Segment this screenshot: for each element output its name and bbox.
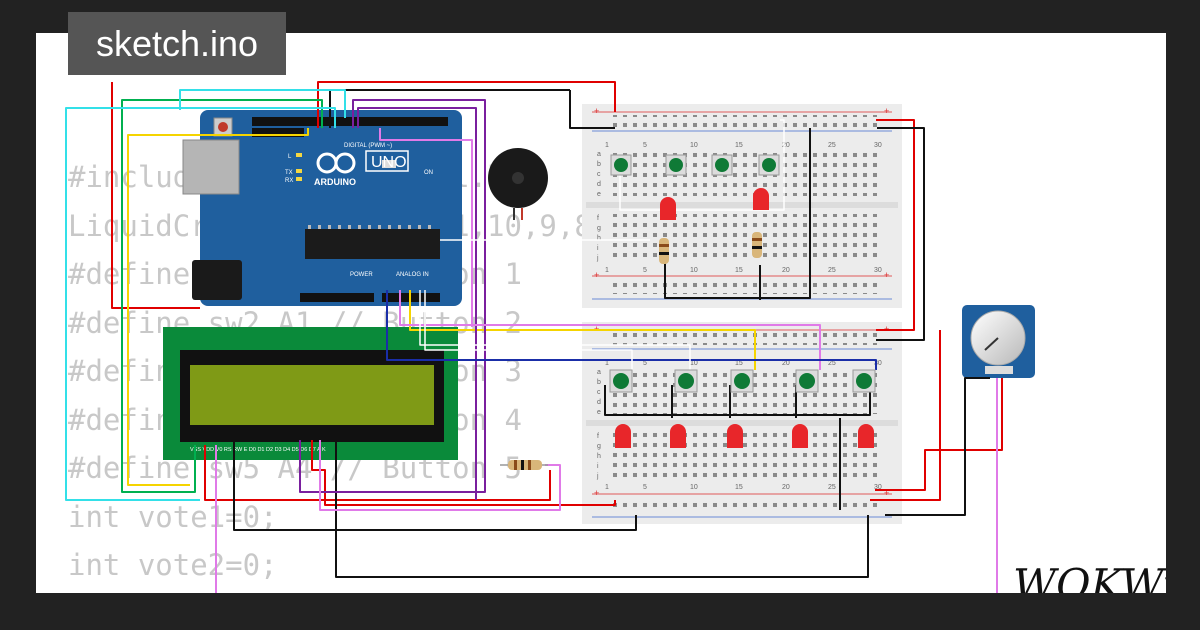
l-led-label: L: [288, 154, 292, 160]
bb-bot-row-j: j: [596, 473, 599, 480]
bb-bot-col-20b: 20: [782, 484, 790, 491]
bb-bot-row-d: d: [597, 399, 601, 406]
bb-bot-row-b: b: [597, 379, 601, 386]
rx-label: RX: [285, 178, 293, 184]
bb-top-row-d: d: [597, 181, 601, 188]
bb-bot-col-5b: 5: [643, 484, 647, 491]
bb-top-row-j: j: [596, 255, 599, 262]
digital-label: DIGITAL (PWM ~): [344, 143, 392, 149]
on-label: ON: [424, 170, 433, 176]
bb-top-col-15: 15: [735, 142, 743, 149]
wokwi-logo-text: WOKWi: [1013, 560, 1166, 593]
bb-top-row-i: i: [597, 245, 599, 252]
breadboard-bottom[interactable]: 1 5 10 15 20 25 30 1 5 10 15 20 25 30 a …: [582, 322, 902, 524]
bb-bot-col-25b: 25: [828, 484, 836, 491]
bb-top-col-25b: 25: [828, 267, 836, 274]
circuit-scene: 1 5 10 15 20 25 30 1 5 10 15 20 25 30 a …: [65, 81, 1035, 593]
bb-top-col-20: 20: [782, 142, 790, 149]
push-buttons-top[interactable]: [610, 154, 780, 176]
bb-top-col-15b: 15: [735, 267, 743, 274]
lcd-screen: [190, 365, 434, 425]
resistor-lcd: [500, 460, 548, 470]
bb-top-col-25: 25: [828, 142, 836, 149]
bb-bot-row-i: i: [597, 463, 599, 470]
bb-top-row-g: g: [597, 225, 601, 232]
arduino-model: UNO: [371, 154, 407, 171]
wokwi-logo: WOKWi: [1013, 560, 1166, 593]
bb-bot-col-30: 30: [874, 360, 882, 367]
bb-bot-col-1b: 1: [605, 484, 609, 491]
bb-bot-col-15b: 15: [735, 484, 743, 491]
usb-port: [182, 139, 240, 195]
power-label: POWER: [350, 272, 373, 278]
bb-bot-row-h: h: [597, 453, 601, 460]
svg-text:+: +: [884, 270, 889, 280]
svg-text:+: +: [594, 488, 599, 498]
buzzer[interactable]: [488, 148, 548, 220]
lcd-16x2[interactable]: VSS VDD V0 RS RW E D0 D1 D2 D3 D4 D5 D6 …: [163, 327, 458, 460]
bb-bot-col-10b: 10: [690, 484, 698, 491]
leds-bottom: [615, 424, 874, 448]
bb-top-row-a: a: [597, 151, 601, 158]
power-jack: [192, 260, 242, 300]
bb-bot-col-10: 10: [690, 360, 698, 367]
bb-top-col-5: 5: [643, 142, 647, 149]
arduino-brand: ARDUINO: [314, 177, 356, 187]
bb-top-col-1b: 1: [605, 267, 609, 274]
bb-top-row-h: h: [597, 235, 601, 242]
bb-bot-col-15: 15: [735, 360, 743, 367]
atmega-chip: [305, 229, 440, 259]
bb-bot-col-30b: 30: [874, 484, 882, 491]
bb-top-row-b: b: [597, 161, 601, 168]
bb-top-col-20b: 20: [782, 267, 790, 274]
bb-top-row-f: f: [597, 215, 599, 222]
svg-text:+: +: [884, 106, 889, 116]
workspace-canvas[interactable]: #include <LiquidCrystal.h> LiquidCrystal…: [36, 33, 1166, 593]
resistors-top: [659, 232, 762, 264]
tx-label: TX: [285, 170, 293, 176]
svg-text:+: +: [594, 270, 599, 280]
bb-bot-row-g: g: [597, 443, 601, 450]
bb-bot-col-1: 1: [605, 360, 609, 367]
bb-top-col-1: 1: [605, 142, 609, 149]
bb-bot-col-25: 25: [828, 360, 836, 367]
bb-bot-col-20: 20: [782, 360, 790, 367]
bb-top-col-5b: 5: [643, 267, 647, 274]
sketch-title-tab[interactable]: sketch.ino: [68, 12, 286, 75]
bb-top-row-e: e: [597, 191, 601, 198]
power-header: [300, 293, 374, 302]
leds-top: [660, 188, 769, 220]
analog-label: ANALOG IN: [396, 272, 429, 278]
bb-bot-row-c: c: [597, 389, 601, 396]
bb-top-col-10b: 10: [690, 267, 698, 274]
bb-bot-row-f: f: [597, 433, 599, 440]
svg-text:+: +: [594, 106, 599, 116]
bb-top-row-c: c: [597, 171, 601, 178]
svg-text:+: +: [884, 488, 889, 498]
bb-bot-row-e: e: [597, 409, 601, 416]
bb-top-col-30b: 30: [874, 267, 882, 274]
code-line: int vote2=0;: [68, 548, 278, 582]
bb-top-col-10: 10: [690, 142, 698, 149]
bb-bot-row-a: a: [597, 369, 601, 376]
lcd-pin-labels: VSS VDD V0 RS RW E D0 D1 D2 D3 D4 D5 D6 …: [190, 447, 326, 453]
arduino-uno-board[interactable]: ARDUINO UNO DIGITAL (PWM ~) POWER ANALOG…: [182, 110, 462, 306]
breadboard-top[interactable]: 1 5 10 15 20 25 30 1 5 10 15 20 25 30 a …: [582, 104, 902, 308]
bb-bot-col-5: 5: [643, 360, 647, 367]
bb-top-col-30: 30: [874, 142, 882, 149]
push-buttons-bottom[interactable]: [609, 369, 876, 393]
potentiometer[interactable]: [962, 305, 1035, 378]
code-line: int vote1=0;: [68, 499, 278, 534]
wires: [65, 81, 1003, 593]
